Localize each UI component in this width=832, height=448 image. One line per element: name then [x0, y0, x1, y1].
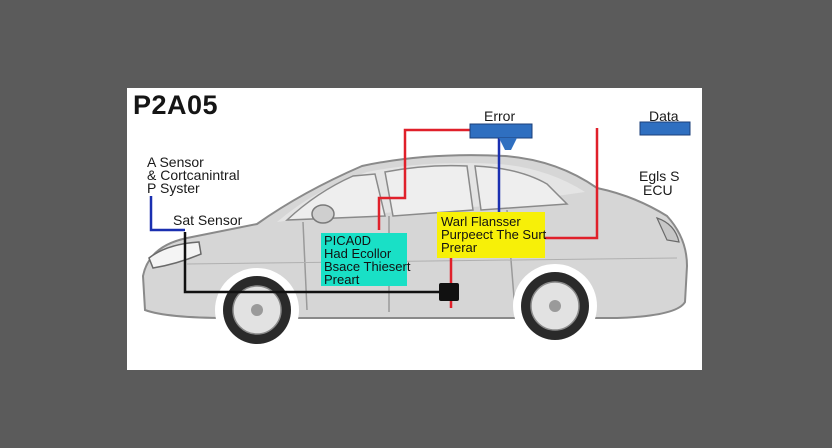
- side-mirror: [311, 204, 335, 224]
- wire-red-error: [377, 128, 471, 230]
- dtc-code-title: P2A05: [133, 90, 219, 120]
- diagram-canvas: P2A05 Error Data A Sensor & Cortcanintra…: [127, 88, 702, 370]
- car-diagram: [141, 121, 691, 352]
- sensor-system-label-2: & Cortcanintral: [147, 167, 240, 183]
- yellow-line-1: Warl Flansser: [441, 214, 521, 229]
- cyan-line-3: Bsace Thiesert: [324, 259, 411, 274]
- wire-red-data: [545, 128, 599, 240]
- data-label: Data: [649, 108, 679, 124]
- ecu-label-1: Egls S: [639, 168, 680, 184]
- error-label: Error: [484, 108, 516, 124]
- sensor-system-label-1: A Sensor: [147, 154, 204, 170]
- yellow-line-3: Prerar: [441, 240, 478, 255]
- tail-light: [655, 216, 680, 243]
- cyan-line-2: Had Ecollor: [324, 246, 392, 261]
- wire-black-harness: [183, 232, 439, 294]
- sensor-connector: [439, 283, 459, 301]
- rear-wheel: [513, 264, 597, 348]
- wire-blue-sensor: [149, 196, 185, 232]
- front-window: [285, 173, 386, 221]
- sensor-system-label-3: P Syster: [147, 180, 200, 196]
- middle-window: [384, 164, 474, 217]
- ecu-label-2: ECU: [643, 182, 673, 198]
- cyan-callout-box: PICA0D Had Ecollor Bsace Thiesert Preart: [321, 233, 411, 287]
- body-crease: [186, 257, 678, 265]
- front-wheel: [215, 268, 299, 352]
- headlight: [148, 241, 202, 269]
- yellow-line-2: Purpeect The Surt: [441, 227, 547, 242]
- data-module: [639, 121, 691, 136]
- error-module: [469, 123, 533, 139]
- cyan-line-4: Preart: [324, 272, 360, 287]
- yellow-callout-box: Warl Flansser Purpeect The Surt Prerar: [437, 212, 547, 258]
- error-module-base: [499, 138, 517, 150]
- door-line-front: [302, 221, 308, 311]
- cyan-line-1: PICA0D: [324, 233, 371, 248]
- sat-sensor-label: Sat Sensor: [173, 212, 243, 228]
